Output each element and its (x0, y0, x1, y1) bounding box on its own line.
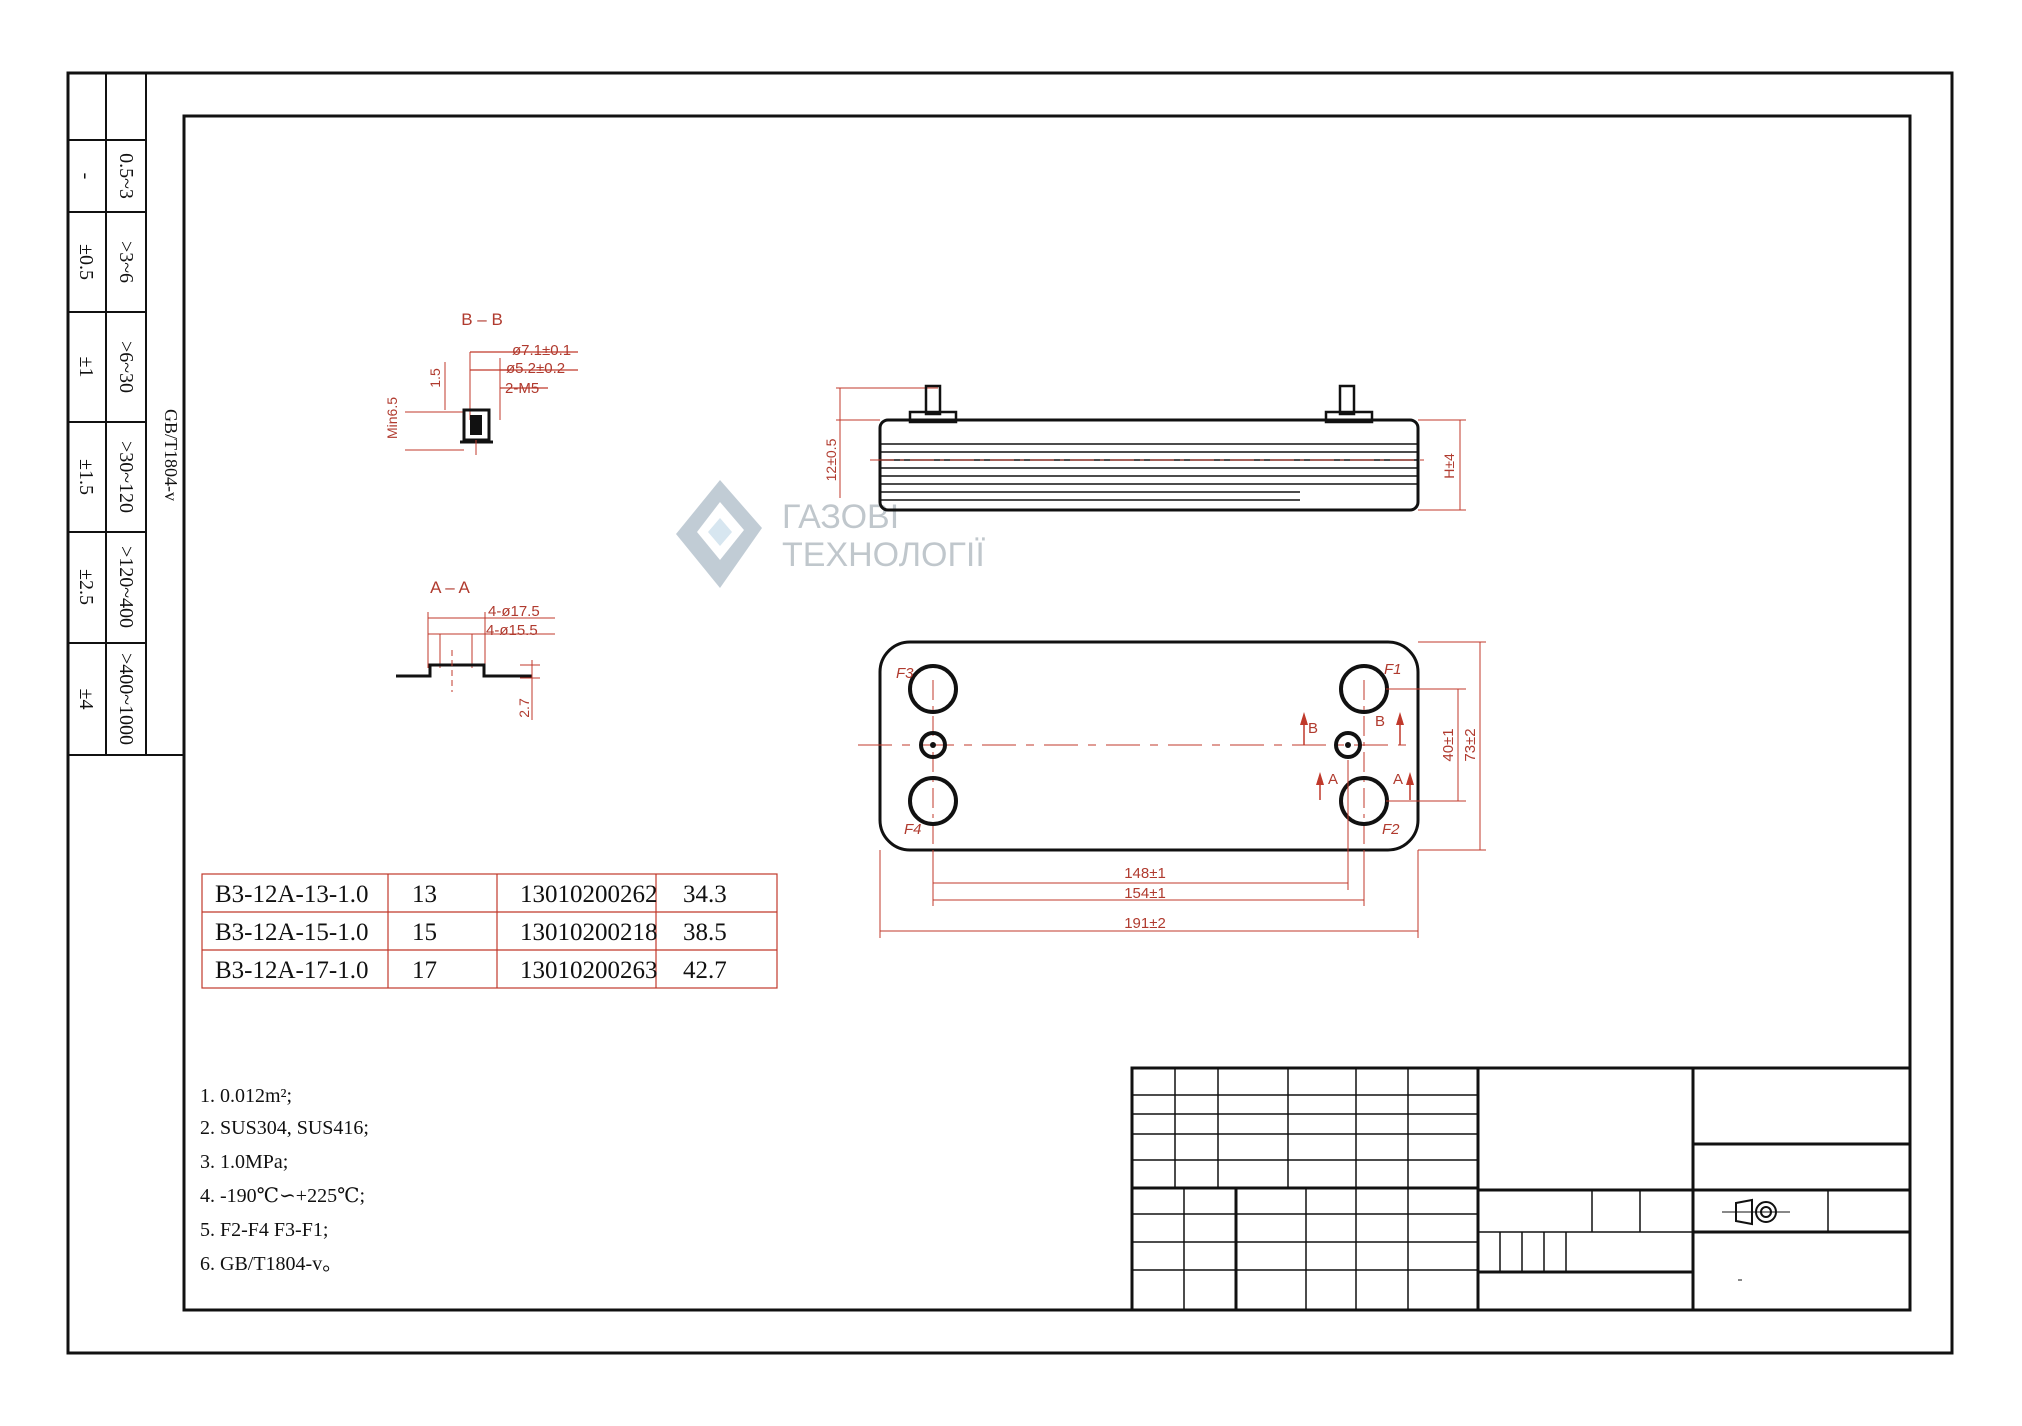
note-line: 1. 0.012m²; (200, 1085, 292, 1107)
dim-label-bb: ø5.2±0.2 (506, 360, 565, 377)
plate-count-cell: 13 (412, 881, 437, 908)
plate-count-cell: 17 (412, 957, 437, 984)
tolerance-value-cell: ±4 (75, 689, 97, 710)
watermark-line-2: ТЕХНОЛОГІЇ (782, 536, 985, 574)
title-block (1130, 1066, 1912, 1312)
dim-label-bb: 1.5 (427, 368, 443, 388)
tolerance-range-cell: >6~30 (115, 341, 137, 393)
plan-view: F1 F2 F3 F4 B B A A 148±1 154±1 191±2 40… (858, 640, 1486, 938)
tolerance-standard-label: GB/T1804-v (161, 409, 181, 501)
part-number-cell: 13010200263 (520, 957, 658, 984)
dim-label-side: H±4 (1441, 453, 1457, 479)
plate-count-cell: 15 (412, 919, 437, 946)
tolerance-table: GB/T1804-v 0.5~3 - >3~6 ±0.5 >6~30 ±1 >3… (68, 73, 184, 756)
note-line: 3. 1.0MPa; (200, 1151, 288, 1173)
port-label-f3: F3 (896, 665, 914, 682)
part-number-cell: 13010200262 (520, 881, 658, 908)
tolerance-value-cell: ±0.5 (75, 244, 97, 280)
tolerance-range-cell: >400~1000 (115, 653, 137, 745)
port-label-f1: F1 (1384, 661, 1402, 678)
projection-symbol-icon (1722, 1198, 1790, 1226)
port-f3 (908, 664, 958, 714)
dim-154: 154±1 (1124, 885, 1166, 902)
port-label-f4: F4 (904, 821, 922, 838)
tolerance-value-cell: - (75, 173, 97, 180)
section-a-a: A – A 4-ø17.5 4-ø15.5 2.7 (396, 578, 555, 720)
dim-label-aa: 2.7 (516, 698, 532, 718)
section-mark-a: A (1328, 771, 1338, 788)
tolerance-value-cell: ±1 (75, 357, 97, 378)
dim-73: 73±2 (1462, 728, 1479, 761)
part-number-cell: 13010200218 (520, 919, 658, 946)
dim-label-bb: Min6.5 (384, 397, 400, 439)
height-cell: 38.5 (683, 919, 727, 946)
dim-label-bb: 2-M5 (505, 380, 539, 397)
tolerance-range-cell: >120~400 (115, 546, 137, 628)
dim-label-side: 12±0.5 (823, 438, 839, 481)
outer-frame (66, 71, 1954, 1355)
note-line: 2. SUS304, SUS416; (200, 1117, 369, 1139)
section-mark-b: B (1308, 720, 1318, 737)
tolerance-range-cell: >3~6 (115, 241, 137, 283)
height-cell: 34.3 (683, 881, 727, 908)
dim-label-aa: 4-ø17.5 (488, 603, 540, 620)
model-name-cell: B3-12A-15-1.0 (215, 919, 368, 946)
section-b-b-title: B – B (461, 310, 503, 329)
model-name-cell: B3-12A-13-1.0 (215, 881, 368, 908)
technical-notes: 1. 0.012m²; 2. SUS304, SUS416; 3. 1.0MPa… (200, 1085, 369, 1275)
watermark-logo: ГАЗОВІ ТЕХНОЛОГІЇ (676, 480, 985, 588)
port-label-f2: F2 (1382, 821, 1400, 838)
section-a-a-title: A – A (430, 578, 470, 597)
side-view: 12±0.5 H±4 (823, 384, 1466, 512)
dim-label-aa: 4-ø15.5 (486, 622, 538, 639)
port-f4 (908, 776, 958, 826)
note-line: 6. GB/T1804-v。 (200, 1253, 342, 1275)
dim-40: 40±1 (1440, 728, 1457, 761)
dim-148: 148±1 (1124, 865, 1166, 882)
inner-frame (182, 114, 1912, 1312)
dim-191: 191±2 (1124, 915, 1166, 932)
models-table: B3-12A-13-1.0 13 13010200262 34.3 B3-12A… (201, 873, 778, 989)
tolerance-value-cell: ±2.5 (75, 569, 97, 605)
height-cell: 42.7 (683, 957, 727, 984)
note-line: 4. -190℃∽+225℃; (200, 1185, 365, 1207)
tolerance-value-cell: ±1.5 (75, 459, 97, 495)
dim-label-bb: ø7.1±0.1 (512, 342, 571, 359)
model-name-cell: B3-12A-17-1.0 (215, 957, 368, 984)
section-b-b: B – B ø7.1±0.1 ø5.2±0.2 2-M5 1.5 Min6.5 (384, 310, 578, 455)
tolerance-range-cell: >30~120 (115, 441, 137, 513)
tolerance-range-cell: 0.5~3 (115, 153, 137, 199)
section-mark-a: A (1393, 771, 1403, 788)
section-mark-b: B (1375, 713, 1385, 730)
note-line: 5. F2-F4 F3-F1; (200, 1219, 328, 1241)
